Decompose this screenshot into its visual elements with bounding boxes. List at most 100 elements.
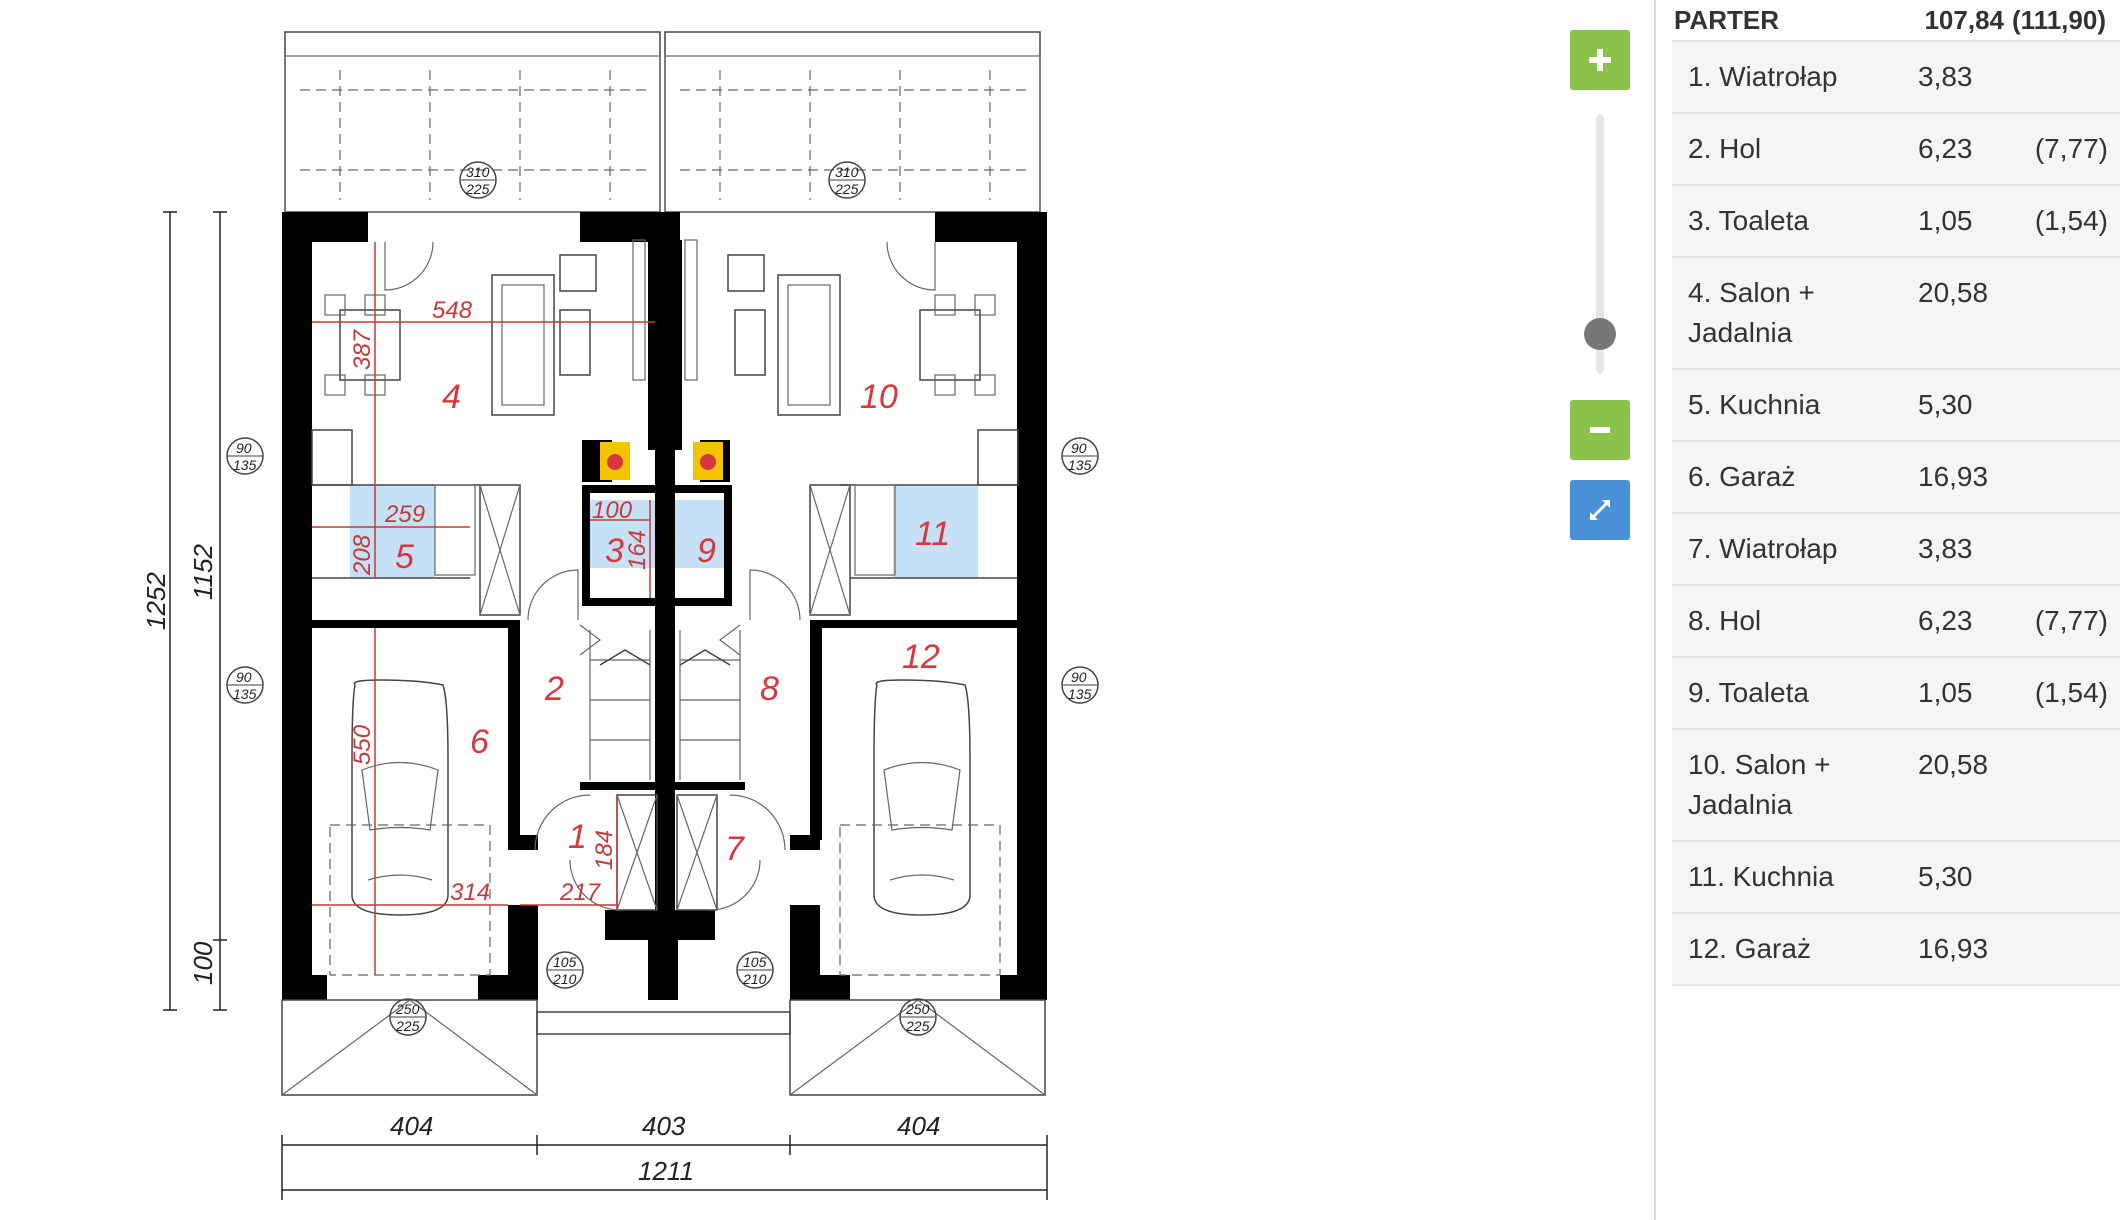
svg-text:135: 135 xyxy=(233,686,257,702)
furniture xyxy=(324,254,996,416)
floor-plan-viewport[interactable]: .wall { fill: #000; } .thin { fill: none… xyxy=(0,0,1630,1220)
zoom-out-button[interactable] xyxy=(1570,400,1630,460)
room-name: 12. Garaż xyxy=(1688,933,1811,964)
dim-height-100: 100 xyxy=(188,941,218,985)
room-area: 3,83 xyxy=(1918,61,1973,92)
terrace-right xyxy=(664,31,1041,213)
room-area: 5,30 xyxy=(1918,389,1973,420)
room-area-alt xyxy=(2012,914,2116,984)
zoom-slider-track[interactable] xyxy=(1596,115,1604,373)
dim-100: 100 xyxy=(592,497,633,524)
table-row: 3. Toaleta 1,05 (1,54) xyxy=(1672,184,2120,256)
room-area: 16,93 xyxy=(1918,461,1989,492)
entrance-step xyxy=(536,1011,791,1035)
outer-dimension-labels: 404 403 404 1211 1252 1152 100 xyxy=(141,544,940,1186)
table-row: 12. Garaż 16,93 xyxy=(1672,912,2120,986)
svg-text:90: 90 xyxy=(236,669,252,685)
outer-dimensions xyxy=(163,211,1048,1200)
room-area: 6,23 xyxy=(1918,133,1973,164)
svg-text:90: 90 xyxy=(1071,669,1087,685)
room-number-7: 7 xyxy=(725,830,745,868)
room-area-alt: (1,54) xyxy=(2034,205,2108,236)
svg-text:135: 135 xyxy=(1068,457,1092,473)
panel-divider xyxy=(1654,0,1656,1220)
svg-text:90: 90 xyxy=(236,440,252,456)
interior-lines xyxy=(311,239,1019,911)
room-name: 1. Wiatrołap xyxy=(1688,61,1838,92)
svg-text:90: 90 xyxy=(1071,440,1087,456)
room-area: 1,05 xyxy=(1918,677,1973,708)
room-number-1: 1 xyxy=(568,818,587,856)
table-row: 6. Garaż 16,93 xyxy=(1672,440,2120,512)
room-area: 20,58 xyxy=(1918,749,1989,780)
area-rows: 1. Wiatrołap 3,83 2. Hol 6,23 (7,77) 3. Toa… xyxy=(1672,40,2120,986)
dim-387: 387 xyxy=(349,328,376,370)
room-area-alt xyxy=(2012,842,2116,912)
dim-208: 208 xyxy=(349,534,376,576)
room-name: 6. Garaż xyxy=(1688,461,1796,492)
fullscreen-button[interactable] xyxy=(1570,480,1630,540)
porch-right xyxy=(789,999,1046,1096)
red-dimension-labels: 548 387 259 208 100 164 550 314 217 184 xyxy=(349,297,651,906)
svg-text:105: 105 xyxy=(553,954,577,970)
red-dimensions xyxy=(312,242,655,975)
svg-text:225: 225 xyxy=(465,181,490,197)
zoom-in-button[interactable] xyxy=(1570,30,1630,90)
room-area-alt xyxy=(2012,258,2116,368)
room-area-alt xyxy=(2012,370,2116,440)
room-name: 2. Hol xyxy=(1688,133,1762,164)
room-area: 6,23 xyxy=(1918,605,1973,636)
svg-text:250: 250 xyxy=(905,1001,930,1017)
room-number-6: 6 xyxy=(470,723,489,761)
room-area: 1,05 xyxy=(1918,205,1973,236)
room-area: 16,93 xyxy=(1918,933,1989,964)
room-area: 5,30 xyxy=(1918,861,1973,892)
area-table-header: PARTER 107,84 (111,90) xyxy=(1672,0,2120,40)
minus-icon xyxy=(1590,427,1610,433)
dim-164: 164 xyxy=(624,530,651,570)
dim-height-1252: 1252 xyxy=(141,572,171,630)
wet-areas xyxy=(350,485,978,577)
svg-text:135: 135 xyxy=(1068,686,1092,702)
room-number-2: 2 xyxy=(544,670,564,708)
room-number-8: 8 xyxy=(760,670,779,708)
car-left xyxy=(329,679,491,976)
room-area-alt: (1,54) xyxy=(2034,677,2108,708)
room-number-4: 4 xyxy=(442,378,461,416)
zoom-slider-handle[interactable] xyxy=(1584,318,1616,350)
dim-width-1211: 1211 xyxy=(638,1156,694,1186)
svg-text:310: 310 xyxy=(466,164,490,180)
room-area: 3,83 xyxy=(1918,533,1973,564)
room-name: 3. Toaleta xyxy=(1688,205,1809,236)
svg-text:210: 210 xyxy=(552,971,577,987)
svg-text:225: 225 xyxy=(905,1018,930,1034)
svg-text:225: 225 xyxy=(395,1018,420,1034)
svg-text:225: 225 xyxy=(834,181,859,197)
dim-width-404-right: 404 xyxy=(897,1111,940,1141)
dim-550: 550 xyxy=(349,724,376,765)
room-area-alt: (7,77) xyxy=(2034,605,2108,636)
room-number-3: 3 xyxy=(605,532,624,570)
dim-548: 548 xyxy=(432,297,473,324)
dim-width-403: 403 xyxy=(642,1111,686,1141)
room-number-11: 11 xyxy=(915,515,950,553)
room-number-10: 10 xyxy=(860,378,898,416)
plus-icon xyxy=(1589,49,1611,71)
room-number-9: 9 xyxy=(697,532,716,570)
room-name: 7. Wiatrołap xyxy=(1688,533,1838,564)
terrace-left xyxy=(284,31,661,213)
room-area-alt xyxy=(2012,442,2116,512)
